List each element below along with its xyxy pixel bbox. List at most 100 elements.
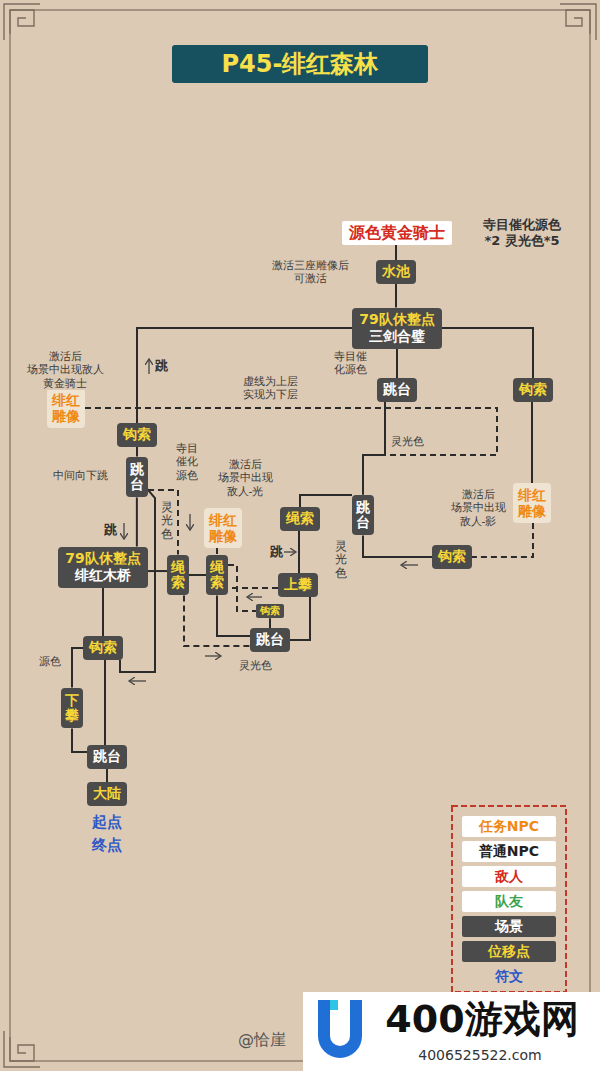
connector [472, 523, 533, 557]
note-label: 激活后 场景中出现 敌人-影 [450, 488, 507, 528]
node-text: 跳台 [383, 381, 411, 399]
move-point-box: 钩索 [256, 604, 284, 619]
legend-text: 普通NPC [479, 843, 539, 859]
watermark: 4006525522.com [417, 1047, 542, 1064]
scene-box: 跳台 [126, 457, 148, 498]
connector [531, 402, 533, 483]
node-text: 钩索 [260, 605, 280, 618]
node-text: 钩索 [438, 548, 466, 566]
node-text: 绳索 [286, 510, 314, 528]
move-point-box: 钩索 [117, 423, 157, 447]
connector [136, 497, 138, 546]
node-text: 绯红雕像 [209, 512, 237, 544]
note-label: 虚线为上层 实现为下层 [242, 375, 299, 401]
node-text: 下攀 [65, 693, 79, 724]
node-text: 绯红木桥 [65, 567, 140, 585]
connector [148, 490, 178, 555]
connector [269, 618, 271, 628]
node-text: 79队休整点 [359, 311, 434, 329]
node-text: 跳台 [93, 748, 121, 766]
note-label: 寺目 催化 源色 [175, 442, 199, 482]
note-label: 灵光色 [334, 540, 348, 580]
note-label: 激活三座雕像后 可激活 [271, 259, 350, 285]
note-label: 寺目催 化源色 [333, 350, 368, 376]
connector [184, 595, 250, 646]
move-point-box: 水池 [376, 260, 416, 284]
watermark-panel [303, 992, 600, 1071]
move-point-box: 绳索 [280, 507, 320, 531]
connector [136, 447, 138, 457]
move-point-box: 钩索 [513, 378, 553, 402]
connector [72, 728, 87, 752]
node-text: 钩索 [519, 381, 547, 399]
note-label: 激活后 场景中出现 敌人-光 [217, 458, 274, 498]
node-text: 绳索 [210, 560, 224, 591]
note-label: 跳 [103, 522, 118, 538]
note-label: 跳 [269, 544, 284, 560]
legend-swatch: 符文 [462, 966, 556, 987]
note-label: 中间向下跳 [52, 469, 109, 482]
page-frame [10, 10, 590, 1061]
note-label: 源色 [38, 655, 62, 668]
node-text: 钩索 [123, 426, 151, 444]
legend-swatch: 队友 [462, 891, 556, 912]
frame-corner [4, 1031, 40, 1067]
legend-frame [452, 806, 566, 992]
legend-swatch: 位移点 [462, 941, 556, 962]
note-label: 激活后 场景中出现敌人 黄金骑士 [26, 350, 105, 390]
connector [395, 284, 397, 308]
node-text: 三剑合璧 [359, 328, 434, 346]
connector [104, 660, 106, 746]
node-text: 79队休整点 [65, 550, 140, 568]
note-label: 寺目催化源色*2 灵光色*5 [482, 217, 562, 248]
connector [396, 349, 398, 379]
connector [298, 531, 300, 574]
move-point-box: 大陆 [87, 782, 127, 806]
note-label: 灵光色 [390, 435, 425, 448]
legend-swatch: 普通NPC [462, 841, 556, 862]
move-point-box: 绳索 [206, 555, 228, 596]
move-point-box: 上攀 [278, 573, 318, 597]
move-point-box: 绳索 [167, 555, 189, 596]
node-text: 大陆 [93, 785, 121, 803]
rest-point-box: 79队休整点绯红木桥 [58, 547, 147, 588]
note-label: 跳 [154, 358, 169, 374]
connector [72, 648, 83, 688]
legend-text: 任务NPC [479, 818, 539, 834]
legend-text: 场景 [495, 918, 523, 934]
quest-npc-box: 绯红雕像 [204, 508, 242, 548]
node-text: 绯红雕像 [52, 392, 80, 424]
rest-point-box: 79队休整点三剑合璧 [352, 308, 441, 349]
enemy-box: 源色黄金骑士 [342, 221, 452, 245]
quest-npc-box: 绯红雕像 [513, 483, 551, 523]
watermark-logo [318, 1000, 362, 1058]
connector [189, 574, 206, 576]
title: P45-绯红森林 [172, 45, 428, 83]
scene-box: 跳台 [352, 495, 374, 536]
connector [228, 587, 278, 589]
connector [148, 570, 167, 572]
connector [106, 769, 108, 783]
legend-text: 符文 [495, 968, 523, 984]
connector [442, 328, 533, 378]
connector [290, 597, 310, 640]
connector [228, 565, 256, 611]
scene-box: 跳台 [87, 745, 127, 769]
legend-swatch: 任务NPC [462, 816, 556, 837]
node-text: 上攀 [284, 576, 312, 594]
watermark: 400游戏网 [384, 997, 579, 1043]
watermark-logo [330, 1000, 338, 1010]
scene-box: 跳台 [250, 628, 290, 652]
move-point-box: 钩索 [432, 545, 472, 569]
node-text: 绳索 [171, 560, 185, 591]
start-end-mark: 起点 [91, 813, 123, 831]
legend-swatch: 敌人 [462, 866, 556, 887]
watermark: @恰崖 [237, 1030, 287, 1049]
node-text: 跳台 [356, 500, 370, 531]
connector [363, 535, 432, 557]
start-end-mark: 终点 [91, 836, 123, 854]
legend-text: 队友 [495, 893, 523, 909]
node-text: 绯红雕像 [518, 487, 546, 519]
move-point-box: 下攀 [61, 688, 83, 729]
frame-corner [4, 4, 40, 40]
